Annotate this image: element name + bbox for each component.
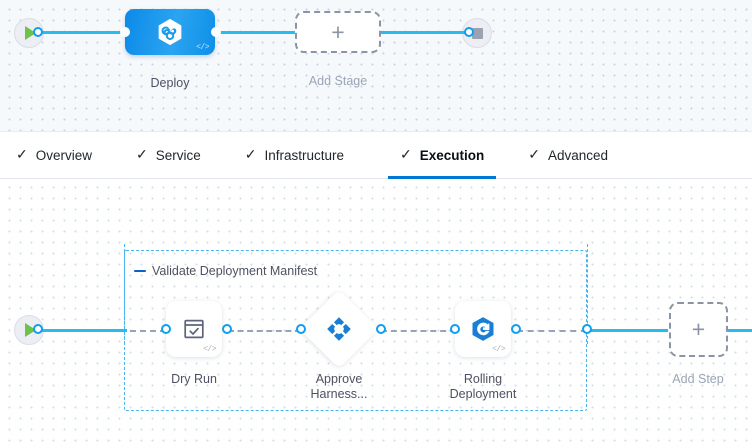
pipeline-canvas[interactable]: </> + Deploy Add Stage xyxy=(0,0,752,131)
connector-dot-rolling-in xyxy=(450,324,460,334)
connector-dot-deploy-out xyxy=(211,27,221,37)
stage-label-deploy: Deploy xyxy=(150,76,190,90)
connector-deploy-to-addstage xyxy=(218,31,343,34)
code-icon[interactable]: </> xyxy=(203,345,216,354)
step-group-header[interactable]: Validate Deployment Manifest xyxy=(134,264,317,278)
connector-dryrun-to-approve xyxy=(228,330,301,332)
check-icon: ✓ xyxy=(528,146,540,162)
connector-dot-deploy-in xyxy=(120,27,130,37)
checkbox-window-icon xyxy=(184,319,204,339)
step-node-dry-run[interactable]: </> xyxy=(166,301,222,357)
tab-infrastructure[interactable]: ✓ Infrastructure xyxy=(245,132,344,179)
add-step-label: Add Step xyxy=(672,372,724,386)
code-icon[interactable]: </> xyxy=(492,345,505,354)
play-icon xyxy=(25,323,36,337)
step-group-title: Validate Deployment Manifest xyxy=(152,264,318,278)
harness-approval-icon xyxy=(327,317,351,341)
tab-execution[interactable]: ✓ Execution xyxy=(388,132,497,179)
connector-dot-dryrun-out xyxy=(222,324,232,334)
tab-label: Service xyxy=(155,147,201,163)
connector-start-to-deploy xyxy=(35,31,130,34)
code-icon[interactable]: </> xyxy=(196,43,209,52)
connector-group-to-dryrun xyxy=(130,330,166,332)
step-label-dry-run: Dry Run xyxy=(171,372,217,386)
tab-overview[interactable]: ✓ Overview xyxy=(16,132,92,179)
connector-dot-start-out xyxy=(33,27,43,37)
step-label-rolling-deployment: Rolling Deployment xyxy=(449,372,517,401)
tab-service[interactable]: ✓ Service xyxy=(136,132,201,179)
connector-rolling-to-groupend xyxy=(517,330,587,332)
connector-dot-group-out xyxy=(582,324,592,334)
active-tab-underline xyxy=(388,175,497,179)
group-guide-right xyxy=(587,244,588,344)
execution-canvas[interactable]: Validate Deployment Manifest </> xyxy=(0,179,752,448)
connector-start-to-group xyxy=(35,329,127,332)
add-stage-node[interactable]: + xyxy=(295,11,381,53)
step-label-approve: Approve Harness... xyxy=(310,372,368,401)
tab-advanced[interactable]: ✓ Advanced xyxy=(528,132,608,179)
connector-dot-approve-out xyxy=(376,324,386,334)
connector-addstep-out xyxy=(728,329,752,332)
check-icon: ✓ xyxy=(400,146,412,162)
step-node-rolling-deployment[interactable]: </> xyxy=(455,301,511,357)
tab-label: Overview xyxy=(35,147,92,163)
connector-dot-exec-start-out xyxy=(33,324,43,334)
connector-dot-dryrun-in xyxy=(161,324,171,334)
tab-label: Execution xyxy=(419,147,485,163)
connector-dot-rolling-out xyxy=(511,324,521,334)
connector-dot-approve-in xyxy=(296,324,306,334)
check-icon: ✓ xyxy=(244,146,257,162)
harness-hexagon-icon xyxy=(158,18,182,46)
stage-node-deploy[interactable]: </> xyxy=(125,9,215,55)
tab-label: Advanced xyxy=(548,147,609,163)
stop-icon xyxy=(471,27,483,39)
connector-addstage-to-end xyxy=(337,31,471,34)
minus-icon[interactable] xyxy=(134,269,146,273)
check-icon: ✓ xyxy=(16,146,28,162)
stage-tabs: ✓ Overview ✓ Service ✓ Infrastructure ✓ … xyxy=(0,131,752,179)
add-stage-label: Add Stage xyxy=(308,74,368,88)
connector-approve-to-rolling xyxy=(381,330,456,332)
add-step-node[interactable]: + xyxy=(669,302,728,357)
plus-icon: + xyxy=(331,18,345,45)
rolling-deployment-icon xyxy=(472,317,494,341)
plus-icon: + xyxy=(691,316,706,342)
step-node-approve[interactable] xyxy=(311,301,367,357)
check-icon: ✓ xyxy=(136,146,148,162)
connector-dot-end-in xyxy=(464,27,474,37)
play-icon xyxy=(25,26,36,40)
connector-group-to-addstep xyxy=(588,329,668,332)
tab-label: Infrastructure xyxy=(264,147,345,163)
